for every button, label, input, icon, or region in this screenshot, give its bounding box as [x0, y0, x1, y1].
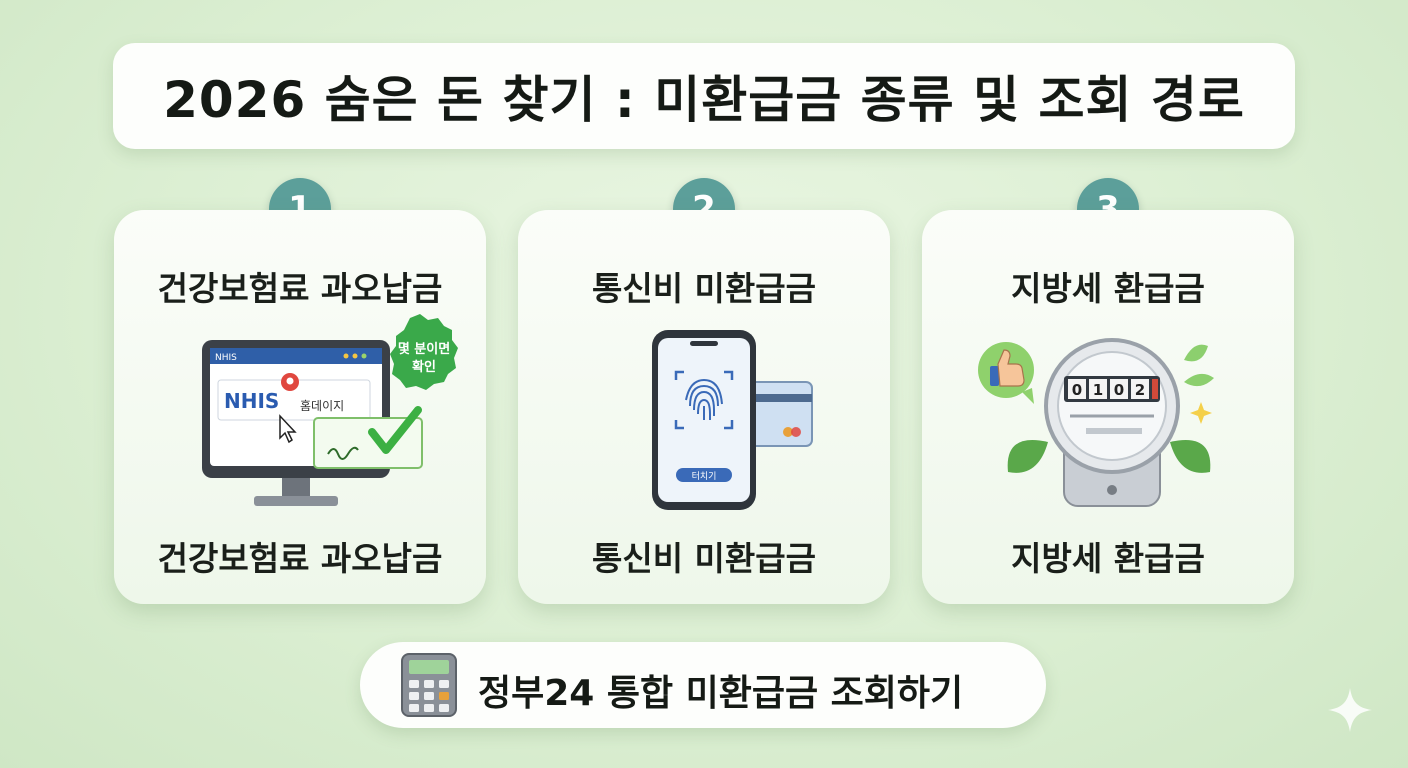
meter-digit-4: 2 — [1135, 381, 1145, 399]
card-subtitle: 통신비 미환급금 — [591, 539, 816, 578]
phone-button-text: 터치기 — [692, 470, 717, 482]
sticker-line-1: 몇 분이면 — [398, 341, 450, 357]
calculator-icon — [401, 653, 457, 717]
card-health-insurance[interactable]: 건강보험료 과오납금 NHIS NHIS 홈데이지 몇 분이면 확인 건강보험료… — [114, 210, 486, 604]
gov24-lookup-button[interactable]: 정부24 통합 미환급금 조회하기 — [360, 642, 1046, 728]
screen-page-text: 홈데이지 — [300, 399, 344, 413]
smartphone-fingerprint-icon: 터치기 — [652, 330, 813, 510]
card-title: 건강보험료 과오납금 — [157, 269, 443, 308]
screen-tab-text: NHIS — [215, 353, 237, 363]
meter-digit-2: 1 — [1093, 381, 1103, 399]
meter-digit-1: 0 — [1072, 381, 1082, 399]
card-local-tax[interactable]: 지방세 환급금 0 1 0 2 지방세 환급금 — [922, 210, 1294, 604]
sparkle-icon — [1328, 688, 1372, 732]
meter-digit-3: 0 — [1114, 381, 1124, 399]
screen-brand-text: NHIS — [224, 389, 279, 413]
utility-meter-icon: 0 1 0 2 — [978, 338, 1214, 507]
computer-monitor-icon: NHIS NHIS 홈데이지 몇 분이면 확인 — [202, 314, 458, 506]
card-subtitle: 건강보험료 과오납금 — [157, 539, 443, 578]
card-subtitle: 지방세 환급금 — [1011, 539, 1205, 578]
card-title: 지방세 환급금 — [1011, 269, 1205, 308]
card-telecom[interactable]: 통신비 미환급금 터치기 통신비 미환급금 — [518, 210, 890, 604]
gov24-lookup-label: 정부24 통합 미환급금 조회하기 — [478, 673, 964, 714]
sticker-line-2: 확인 — [412, 359, 436, 375]
card-title: 통신비 미환급금 — [591, 269, 816, 308]
title-banner: 2026 숨은 돈 찾기 : 미환급금 종류 및 조회 경로 — [113, 43, 1295, 149]
page-title: 2026 숨은 돈 찾기 : 미환급금 종류 및 조회 경로 — [163, 71, 1245, 129]
